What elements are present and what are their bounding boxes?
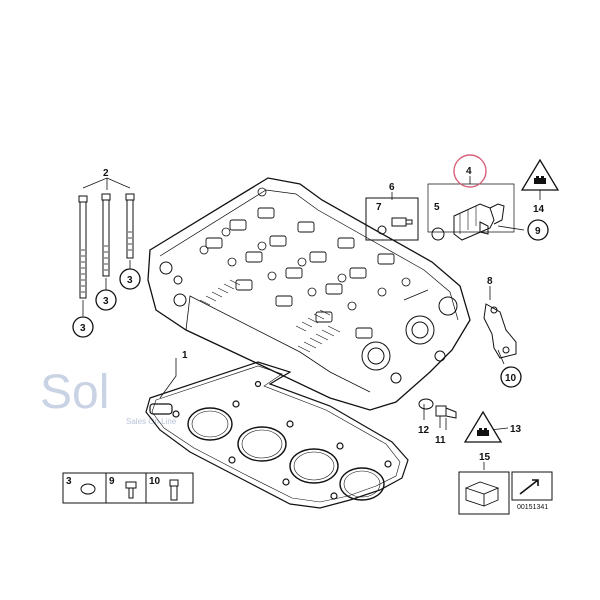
callout-8: 8 [487, 276, 493, 287]
callout-labels: 1 2 4 5 6 7 8 11 12 13 14 15 [103, 166, 545, 463]
callout-5: 5 [434, 202, 440, 213]
circled-label-3c: 3 [127, 275, 133, 286]
solenoid-part-4 [431, 203, 505, 241]
warning-triangle-icons [463, 158, 560, 443]
callout-14: 14 [533, 204, 545, 215]
callout-12: 12 [418, 425, 430, 436]
watermark-subtitle: Sales On Line [126, 417, 177, 426]
circled-labels [72, 219, 549, 388]
triangle-glyphs [477, 176, 546, 436]
bracket-part-8 [483, 303, 517, 359]
circled-label-3b: 3 [103, 296, 109, 307]
cylinder-head [147, 177, 471, 411]
callout-2: 2 [103, 168, 109, 179]
part-15-box [458, 471, 510, 515]
callout-4: 4 [466, 166, 472, 177]
legend-label-3: 3 [66, 476, 72, 487]
legend-label-10: 10 [149, 476, 161, 487]
callout-6: 6 [389, 182, 395, 193]
head-gasket [145, 361, 409, 509]
callout-15: 15 [479, 452, 491, 463]
callout-13: 13 [510, 424, 522, 435]
circled-label-9: 9 [535, 226, 541, 237]
bottom-legend [62, 472, 194, 504]
watermark: Sol Sales On Line [40, 366, 177, 426]
watermark-text: Sol [40, 366, 109, 419]
reference-code: 00151341 [517, 504, 548, 511]
oil-pressure-sensor [418, 398, 457, 428]
circled-label-10: 10 [505, 373, 517, 384]
sensor-part-6 [365, 197, 419, 241]
leader-lines [82, 176, 541, 470]
reference-box [511, 471, 553, 501]
highlight-ring [453, 154, 487, 188]
head-bolts [78, 193, 135, 299]
callout-1: 1 [182, 350, 188, 361]
callout-11: 11 [435, 435, 446, 446]
callout-7: 7 [376, 202, 382, 213]
legend-label-9: 9 [109, 476, 115, 487]
circled-label-3a: 3 [80, 323, 86, 334]
